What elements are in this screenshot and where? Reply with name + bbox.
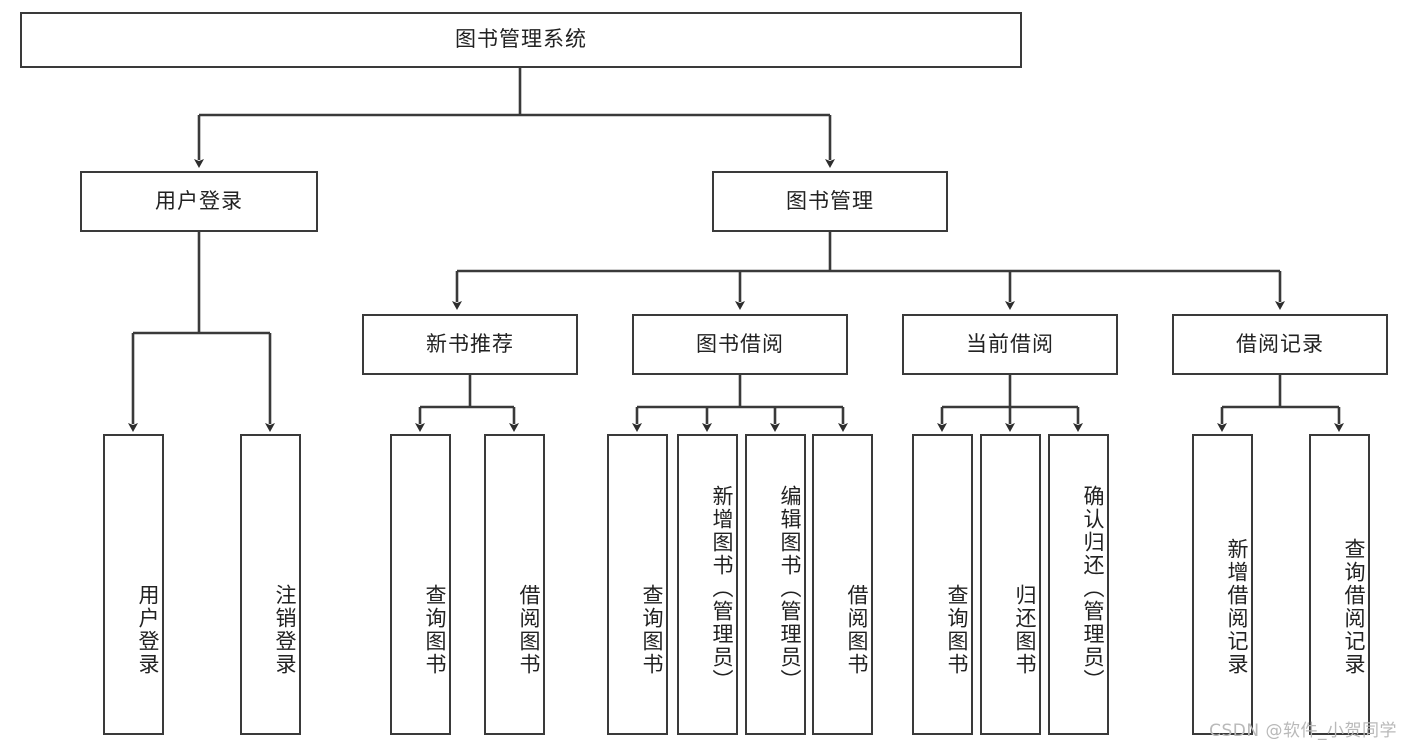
- node-book-management[interactable]: 图书管理: [712, 171, 948, 232]
- node-user-login[interactable]: 用户登录: [80, 171, 318, 232]
- node-label: 编辑图书（管理员）: [778, 485, 802, 692]
- leaf-user-login-logout[interactable]: 注销登录: [240, 434, 301, 735]
- node-label: 图书管理: [786, 188, 874, 213]
- node-new-book-recommend[interactable]: 新书推荐: [362, 314, 578, 375]
- node-label: 新增图书（管理员）: [710, 485, 734, 692]
- leaf-borrow-record-query-record[interactable]: 查询借阅记录: [1309, 434, 1370, 735]
- node-label: 查询图书: [640, 583, 664, 676]
- leaf-book-borrow-edit-book-admin[interactable]: 编辑图书（管理员）: [745, 434, 806, 735]
- leaf-book-borrow-borrow-book[interactable]: 借阅图书: [812, 434, 873, 735]
- node-label: 借阅图书: [845, 583, 869, 676]
- leaf-current-borrow-query-book[interactable]: 查询图书: [912, 434, 973, 735]
- node-label: 查询借阅记录: [1342, 537, 1366, 676]
- leaf-book-borrow-add-book-admin[interactable]: 新增图书（管理员）: [677, 434, 738, 735]
- node-label: 注销登录: [273, 583, 297, 676]
- node-label: 新书推荐: [426, 331, 514, 356]
- node-label: 用户登录: [155, 188, 243, 213]
- node-label: 归还图书: [1013, 583, 1037, 676]
- node-book-borrow[interactable]: 图书借阅: [632, 314, 848, 375]
- node-label: 查询图书: [945, 583, 969, 676]
- leaf-current-borrow-confirm-return-admin[interactable]: 确认归还（管理员）: [1048, 434, 1109, 735]
- node-current-borrow[interactable]: 当前借阅: [902, 314, 1118, 375]
- node-borrow-record[interactable]: 借阅记录: [1172, 314, 1388, 375]
- node-label: 用户登录: [136, 583, 160, 676]
- leaf-borrow-record-add-record[interactable]: 新增借阅记录: [1192, 434, 1253, 735]
- node-label: 借阅记录: [1236, 331, 1324, 356]
- leaf-new-book-borrow-book[interactable]: 借阅图书: [484, 434, 545, 735]
- node-label: 查询图书: [423, 583, 447, 676]
- node-label: 图书管理系统: [455, 27, 587, 52]
- node-label: 当前借阅: [966, 331, 1054, 356]
- node-label: 借阅图书: [517, 583, 541, 676]
- node-root-system[interactable]: 图书管理系统: [20, 12, 1022, 68]
- leaf-user-login-login[interactable]: 用户登录: [103, 434, 164, 735]
- leaf-current-borrow-return-book[interactable]: 归还图书: [980, 434, 1041, 735]
- node-label: 图书借阅: [696, 331, 784, 356]
- node-label: 新增借阅记录: [1225, 537, 1249, 676]
- node-label: 确认归还（管理员）: [1081, 485, 1105, 692]
- leaf-book-borrow-query-book[interactable]: 查询图书: [607, 434, 668, 735]
- csdn-watermark: CSDN @软件_小贺同学: [1209, 721, 1397, 741]
- leaf-new-book-query-book[interactable]: 查询图书: [390, 434, 451, 735]
